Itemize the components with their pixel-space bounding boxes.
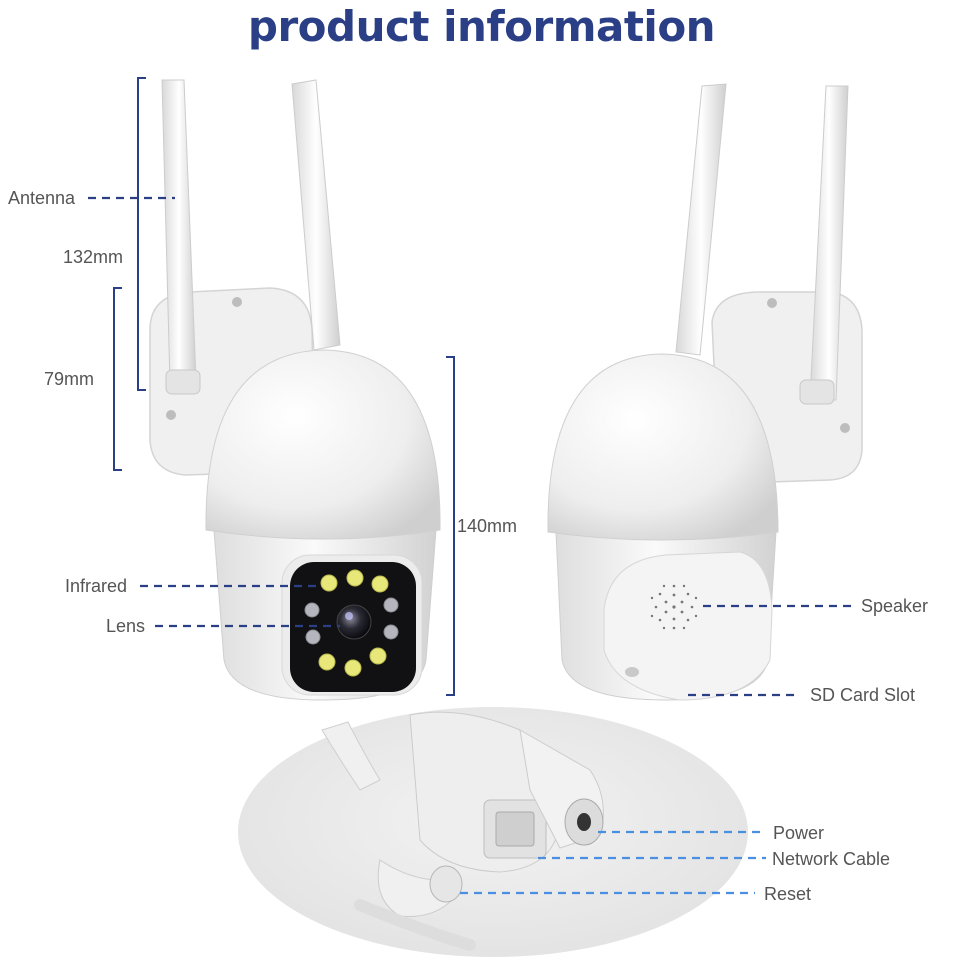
reset-button	[429, 865, 463, 903]
front-camera	[149, 79, 441, 701]
dimension-bracket-79mm	[113, 287, 122, 471]
page-title: product information	[247, 2, 716, 51]
dimension-lines	[113, 77, 455, 696]
front-camera-dome	[205, 349, 441, 540]
back-camera	[547, 83, 863, 701]
infrared-led	[383, 597, 399, 613]
yellow-led	[344, 659, 362, 677]
speaker-grille	[650, 584, 698, 630]
dark-leader-lines	[88, 196, 852, 697]
left-antenna	[675, 83, 727, 356]
sd-card-slot-label: SD Card Slot	[810, 685, 916, 705]
back-camera-dome	[547, 353, 779, 541]
yellow-led	[346, 569, 364, 587]
infrared-label: Infrared	[65, 576, 128, 596]
network-cable-label: Network Cable	[772, 849, 891, 869]
sd-card-slot-cover	[625, 667, 639, 677]
mount-screw-hole	[232, 297, 242, 307]
camera-lens	[336, 604, 372, 640]
main-cable	[321, 721, 381, 791]
rear-panel	[603, 551, 773, 701]
reset-label: Reset	[764, 884, 812, 904]
yellow-led	[369, 647, 387, 665]
speaker-label: Speaker	[861, 596, 929, 616]
infrared-leds	[304, 569, 399, 677]
dimension-label-132mm: 132mm	[63, 247, 124, 267]
dimension-label-140mm: 140mm	[457, 516, 518, 536]
yellow-led	[320, 574, 338, 592]
mount-screw-hole	[840, 423, 850, 433]
reset-cable	[377, 859, 461, 917]
dimension-label-79mm: 79mm	[44, 369, 95, 389]
infrared-led	[304, 602, 320, 618]
lens-highlight	[345, 612, 353, 620]
power-label: Power	[773, 823, 825, 843]
infrared-led	[305, 629, 321, 645]
antenna-joint	[799, 379, 835, 405]
yellow-led	[318, 653, 336, 671]
mount-screw-hole	[166, 410, 176, 420]
yellow-led	[371, 575, 389, 593]
right-antenna	[291, 79, 341, 351]
network-port-socket	[495, 811, 535, 847]
lens-label: Lens	[106, 616, 146, 636]
mount-screw-hole	[767, 298, 777, 308]
light-leader-lines	[460, 830, 766, 895]
dimension-bracket-132mm	[137, 77, 146, 391]
cable-connectors	[238, 707, 748, 957]
dimension-bracket-140mm	[446, 356, 455, 696]
infrared-led	[383, 624, 399, 640]
antenna-label: Antenna	[8, 188, 76, 208]
antenna-joint	[165, 369, 201, 395]
right-antenna	[809, 85, 849, 401]
reset-cap-strap	[354, 899, 476, 951]
power-jack-pin	[577, 813, 591, 831]
